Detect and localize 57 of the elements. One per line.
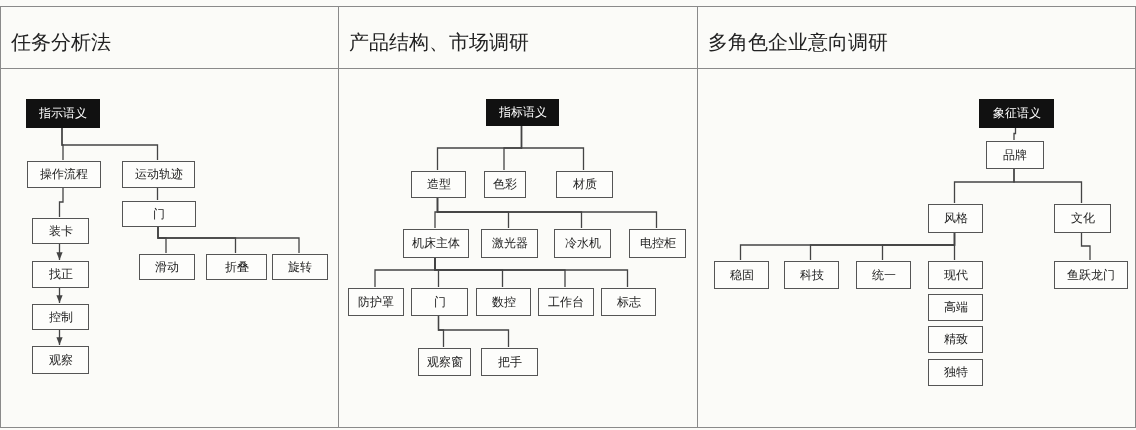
label-box: 独特 [928, 359, 983, 386]
panel [338, 6, 698, 428]
connector-line [61, 126, 159, 161]
label-box: 滑动 [139, 254, 195, 280]
arrow [56, 286, 63, 304]
connector-line [436, 196, 658, 229]
label-box: 观察窗 [418, 348, 471, 376]
panel [697, 6, 1136, 428]
label-box: 高端 [928, 294, 983, 321]
label-box: 材质 [556, 171, 613, 198]
connector-line [157, 225, 300, 254]
label-box: 把手 [481, 348, 538, 376]
panel [0, 6, 339, 428]
connector-line [520, 124, 585, 171]
label-box: 文化 [1054, 204, 1111, 233]
label-box: 操作流程 [27, 161, 101, 188]
label-box: 观察 [32, 346, 89, 374]
connector-line [953, 231, 956, 261]
label-box: 工作台 [538, 288, 594, 316]
label-box: 电控柜 [629, 229, 686, 258]
label-box: 鱼跃龙门 [1054, 261, 1128, 289]
root-box: 象征语义 [979, 99, 1054, 128]
label-box: 折叠 [206, 254, 267, 280]
label-box: 科技 [784, 261, 839, 289]
arrow [56, 242, 63, 261]
connector-line [437, 314, 510, 348]
label-box: 运动轨迹 [122, 161, 195, 188]
label-box: 门 [411, 288, 468, 316]
label-box: 统一 [856, 261, 911, 289]
label-box: 标志 [601, 288, 656, 316]
connector-line [1013, 167, 1083, 204]
connector-line [58, 186, 64, 218]
connector-line [1013, 126, 1017, 141]
label-box: 造型 [411, 171, 466, 198]
label-box: 控制 [32, 304, 89, 330]
label-box: 激光器 [481, 229, 538, 258]
panel-heading: 多角色企业意向调研 [698, 7, 1135, 69]
arrow [56, 328, 63, 346]
label-box: 精致 [928, 326, 983, 353]
panel-heading: 任务分析法 [1, 7, 338, 69]
label-box: 风格 [928, 204, 983, 233]
label-box: 色彩 [484, 171, 526, 198]
label-box: 机床主体 [403, 229, 469, 258]
label-box: 找正 [32, 261, 89, 288]
connector-line [1080, 231, 1091, 261]
label-box: 品牌 [986, 141, 1044, 169]
label-box: 装卡 [32, 218, 89, 244]
label-box: 现代 [928, 261, 983, 289]
label-box: 冷水机 [554, 229, 611, 258]
label-box: 稳固 [714, 261, 769, 289]
label-box: 门 [122, 201, 196, 227]
label-box: 防护罩 [348, 288, 404, 316]
root-box: 指标语义 [486, 99, 559, 126]
label-box: 旋转 [272, 254, 328, 280]
root-box: 指示语义 [26, 99, 100, 128]
label-box: 数控 [476, 288, 531, 316]
panel-heading: 产品结构、市场调研 [339, 7, 697, 69]
